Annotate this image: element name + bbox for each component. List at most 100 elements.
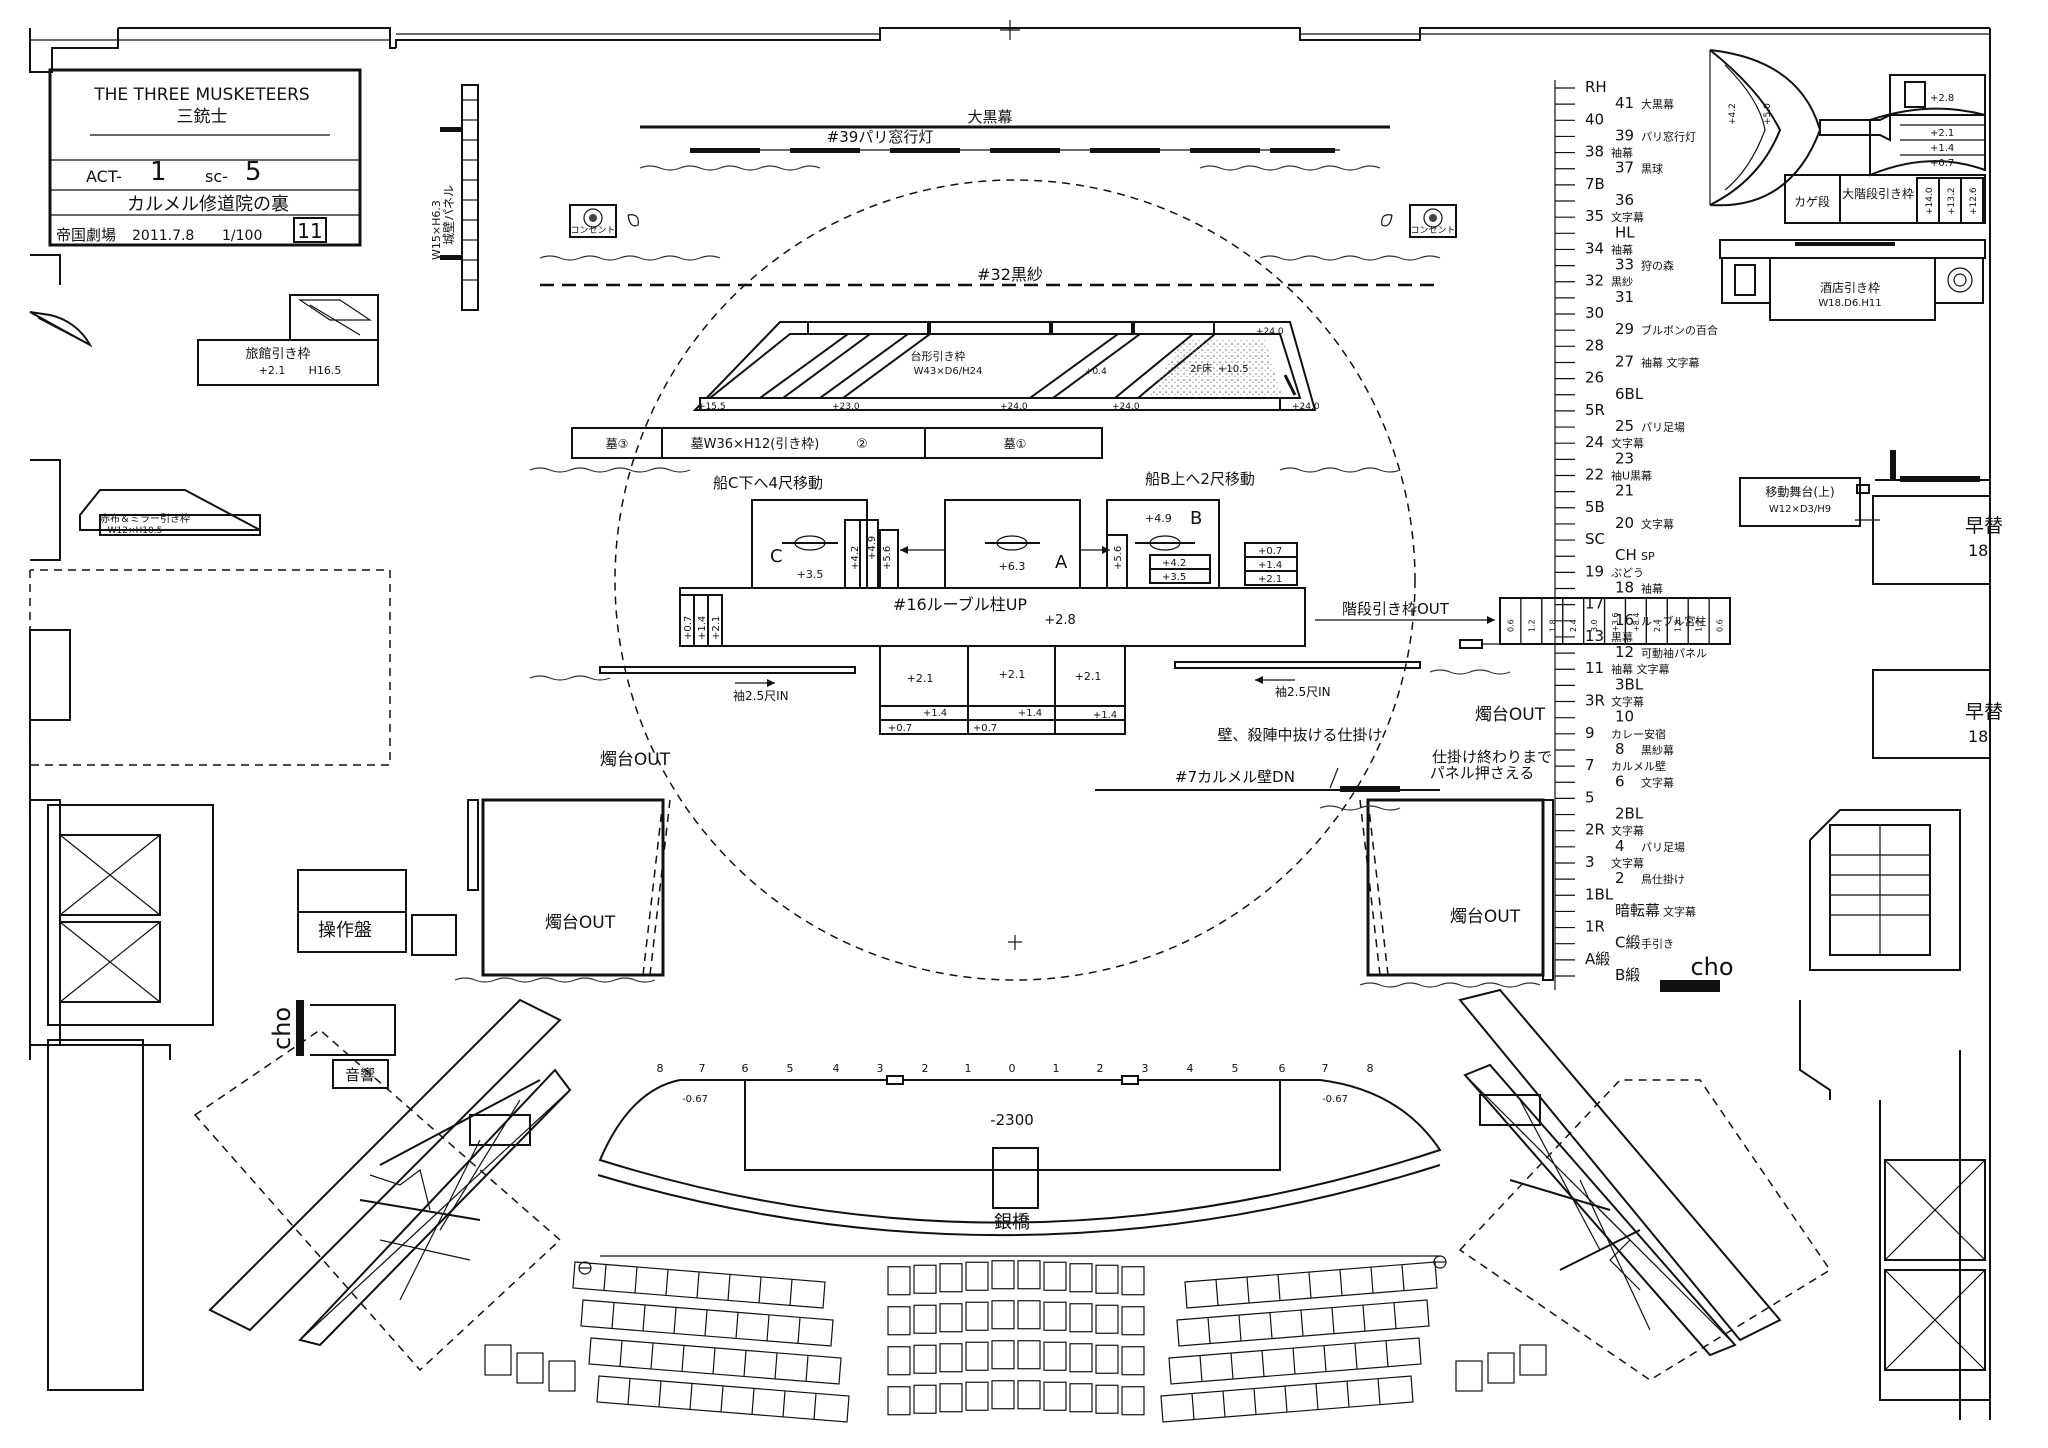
- early-change-1: 早替: [1965, 515, 2003, 537]
- seat: [965, 1301, 989, 1331]
- louvre-label: #16ルーブル柱UP: [893, 595, 1028, 614]
- seat: [1095, 1304, 1119, 1334]
- line-set-number: HL: [1615, 223, 1635, 241]
- line-set-number: 25: [1615, 417, 1634, 435]
- line-set-row: 5B: [1555, 498, 1605, 516]
- line-set-row: 1BL: [1555, 885, 1614, 903]
- orchestra-pit: -2300 -0.67 -0.67 銀橋: [597, 1075, 1442, 1257]
- stair-step-label: 1.2: [1695, 619, 1704, 632]
- seat: [1043, 1301, 1067, 1331]
- ship-c-move-label: 船C下へ4尺移動: [713, 474, 823, 492]
- stair-step-label: +8.4: [1632, 613, 1641, 632]
- line-set-row: 36: [1555, 191, 1634, 209]
- seat: [1121, 1386, 1145, 1416]
- line-set-label: 文字幕: [1641, 775, 1674, 789]
- production-title-en: THE THREE MUSKETEERS: [93, 85, 309, 105]
- line-set-number: 1BL: [1585, 885, 1614, 903]
- line-set-number: 32: [1585, 272, 1604, 290]
- seat-num-2: 6: [742, 1062, 749, 1075]
- line-set-number: 5: [1585, 788, 1595, 806]
- ship-c-step-1: +4.9: [867, 536, 878, 560]
- line-set-row: 26: [1555, 369, 1604, 387]
- line-set-row: 5R: [1555, 401, 1605, 419]
- ship-b-move-label: 船B上へ2尺移動: [1145, 470, 1255, 488]
- upstage-lines: 大黒幕 #39パリ窓行灯 #32黒紗: [539, 108, 1441, 287]
- line-set-label: 文字幕: [1611, 856, 1644, 870]
- scene-title: カルメル修道院の裏: [127, 194, 289, 215]
- seat: [1519, 1344, 1547, 1376]
- trapezoid-wagon-label: 台形引き枠: [911, 349, 966, 363]
- ship-a-height: +6.3: [999, 560, 1026, 573]
- line-set-number: 3BL: [1615, 675, 1644, 693]
- seat: [1043, 1341, 1067, 1371]
- seat: [484, 1344, 512, 1376]
- pit-left-height: -0.67: [682, 1094, 708, 1105]
- black-curtain-label: 大黒幕: [967, 108, 1012, 126]
- seat: [1043, 1381, 1067, 1411]
- line-set-label: パリ足場: [1641, 421, 1685, 434]
- seat: [939, 1263, 963, 1293]
- right-step-3: +2.1: [1258, 574, 1282, 585]
- fly-height-2: +5.0: [1763, 103, 1773, 125]
- grave-wagon: 墓③ 墓W36×H12(引き枠) ② 墓①: [529, 427, 1401, 473]
- seat-num-7: 1: [965, 1062, 972, 1075]
- line-set-label: 手引き: [1641, 937, 1674, 951]
- platform-height-1: +2.1: [907, 672, 934, 685]
- seat: [1095, 1264, 1119, 1294]
- stair-step-label: 1.2: [1527, 619, 1536, 632]
- kage-step-label: カゲ段: [1794, 194, 1830, 209]
- seat-num-13: 5: [1232, 1062, 1239, 1075]
- line-set-row: 40: [1555, 110, 1604, 128]
- fan-piece-left: [29, 311, 93, 348]
- line-set-label: パリ足場: [1641, 841, 1685, 854]
- line-set-number: 17: [1585, 595, 1604, 613]
- seat: [1069, 1343, 1093, 1373]
- line-set-label: 袖幕 文字幕: [1611, 662, 1670, 676]
- cho-left: cho 音響: [268, 1000, 396, 1089]
- line-set-number: 34: [1585, 239, 1604, 257]
- stair-step-label: 3.0: [1590, 619, 1599, 632]
- right-stair-shaft: [1799, 809, 1990, 1401]
- seat: [1069, 1303, 1093, 1333]
- top-right-platform: +2.8 +2.1 +1.4 +0.7: [1869, 74, 1986, 177]
- left-step-2: +1.4: [697, 616, 708, 640]
- line-set-row: RH: [1555, 78, 1607, 96]
- line-set-number: 41: [1615, 94, 1634, 112]
- seat-num-9: 1: [1053, 1062, 1060, 1075]
- title-block: THE THREE MUSKETEERS 三銃士 ACT- 1 sc- 5 カル…: [48, 68, 362, 247]
- seat-row: [1160, 1375, 1414, 1423]
- seat-row: [1184, 1261, 1438, 1309]
- date: 2011.7.8: [132, 228, 194, 244]
- seat: [939, 1383, 963, 1413]
- candle-out-left: 燭台OUT: [545, 913, 616, 933]
- ship-bow-prop: +4.2 +5.0: [1709, 49, 1891, 207]
- line-set-number: 33: [1615, 256, 1634, 274]
- platform-height-2: +2.1: [999, 668, 1026, 681]
- operation-panel-label: 操作盤: [318, 920, 372, 941]
- seat: [1121, 1266, 1145, 1296]
- line-set-number: 18: [1615, 579, 1634, 597]
- trapezoid-wagon-size: W43×D6/H24: [914, 366, 983, 377]
- line-set-number: 26: [1585, 369, 1604, 387]
- trapezoid-height-1: +24.0: [1256, 327, 1284, 337]
- line-set-number: 2R: [1585, 821, 1605, 839]
- seat: [1487, 1352, 1515, 1384]
- stair-step-label: 1.8: [1674, 619, 1683, 632]
- line-set-row: 25 パリ足場: [1555, 417, 1685, 435]
- sheet-number: 11: [297, 219, 322, 243]
- line-set-number: 9: [1585, 724, 1595, 742]
- line-set-label: 文字幕: [1611, 824, 1644, 838]
- line-set-label: SP: [1641, 550, 1655, 563]
- seat-num-8: 0: [1009, 1062, 1016, 1075]
- line-set-label: 文字幕: [1663, 904, 1696, 918]
